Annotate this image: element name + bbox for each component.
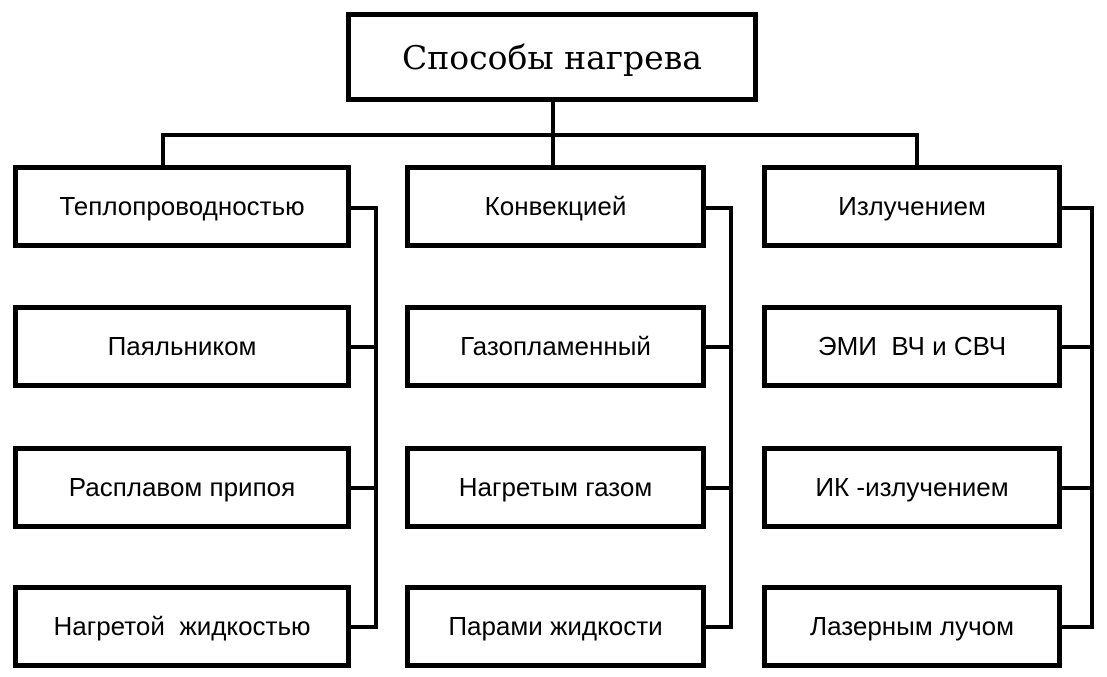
- method-label-radiation-1: ЭМИ ВЧ и СВЧ: [817, 331, 1007, 361]
- method-box-radiation-2: ИК -излучением: [762, 446, 1062, 529]
- method-label-convection-1: Газопламенный: [460, 331, 651, 361]
- method-box-convection-3: Парами жидкости: [405, 585, 706, 668]
- category-label-convection: Конвекцией: [484, 191, 627, 221]
- category-label-conduction: Теплопроводностью: [59, 191, 305, 221]
- category-box-conduction: Теплопроводностью: [13, 165, 351, 248]
- root-node-label: Способы нагрева: [402, 37, 702, 77]
- method-box-radiation-3: Лазерным лучом: [762, 585, 1062, 668]
- method-label-radiation-3: Лазерным лучом: [810, 611, 1014, 641]
- method-label-conduction-1: Паяльником: [107, 331, 257, 361]
- method-label-convection-2: Нагретым газом: [458, 472, 653, 502]
- method-label-conduction-2: Расплавом припоя: [68, 472, 296, 502]
- method-box-conduction-3: Нагретой жидкостью: [13, 585, 351, 668]
- root-node-box: Способы нагрева: [346, 12, 758, 102]
- category-label-radiation: Излучением: [838, 191, 986, 221]
- method-box-convection-1: Газопламенный: [405, 305, 706, 388]
- method-label-radiation-2: ИК -излучением: [815, 472, 1009, 502]
- method-label-convection-3: Парами жидкости: [448, 611, 663, 641]
- method-box-conduction-1: Паяльником: [13, 305, 351, 388]
- method-box-radiation-1: ЭМИ ВЧ и СВЧ: [762, 305, 1062, 388]
- category-box-radiation: Излучением: [762, 165, 1062, 248]
- method-box-conduction-2: Расплавом припоя: [13, 446, 351, 529]
- method-label-conduction-3: Нагретой жидкостью: [53, 611, 311, 641]
- method-box-convection-2: Нагретым газом: [405, 446, 706, 529]
- category-box-convection: Конвекцией: [405, 165, 706, 248]
